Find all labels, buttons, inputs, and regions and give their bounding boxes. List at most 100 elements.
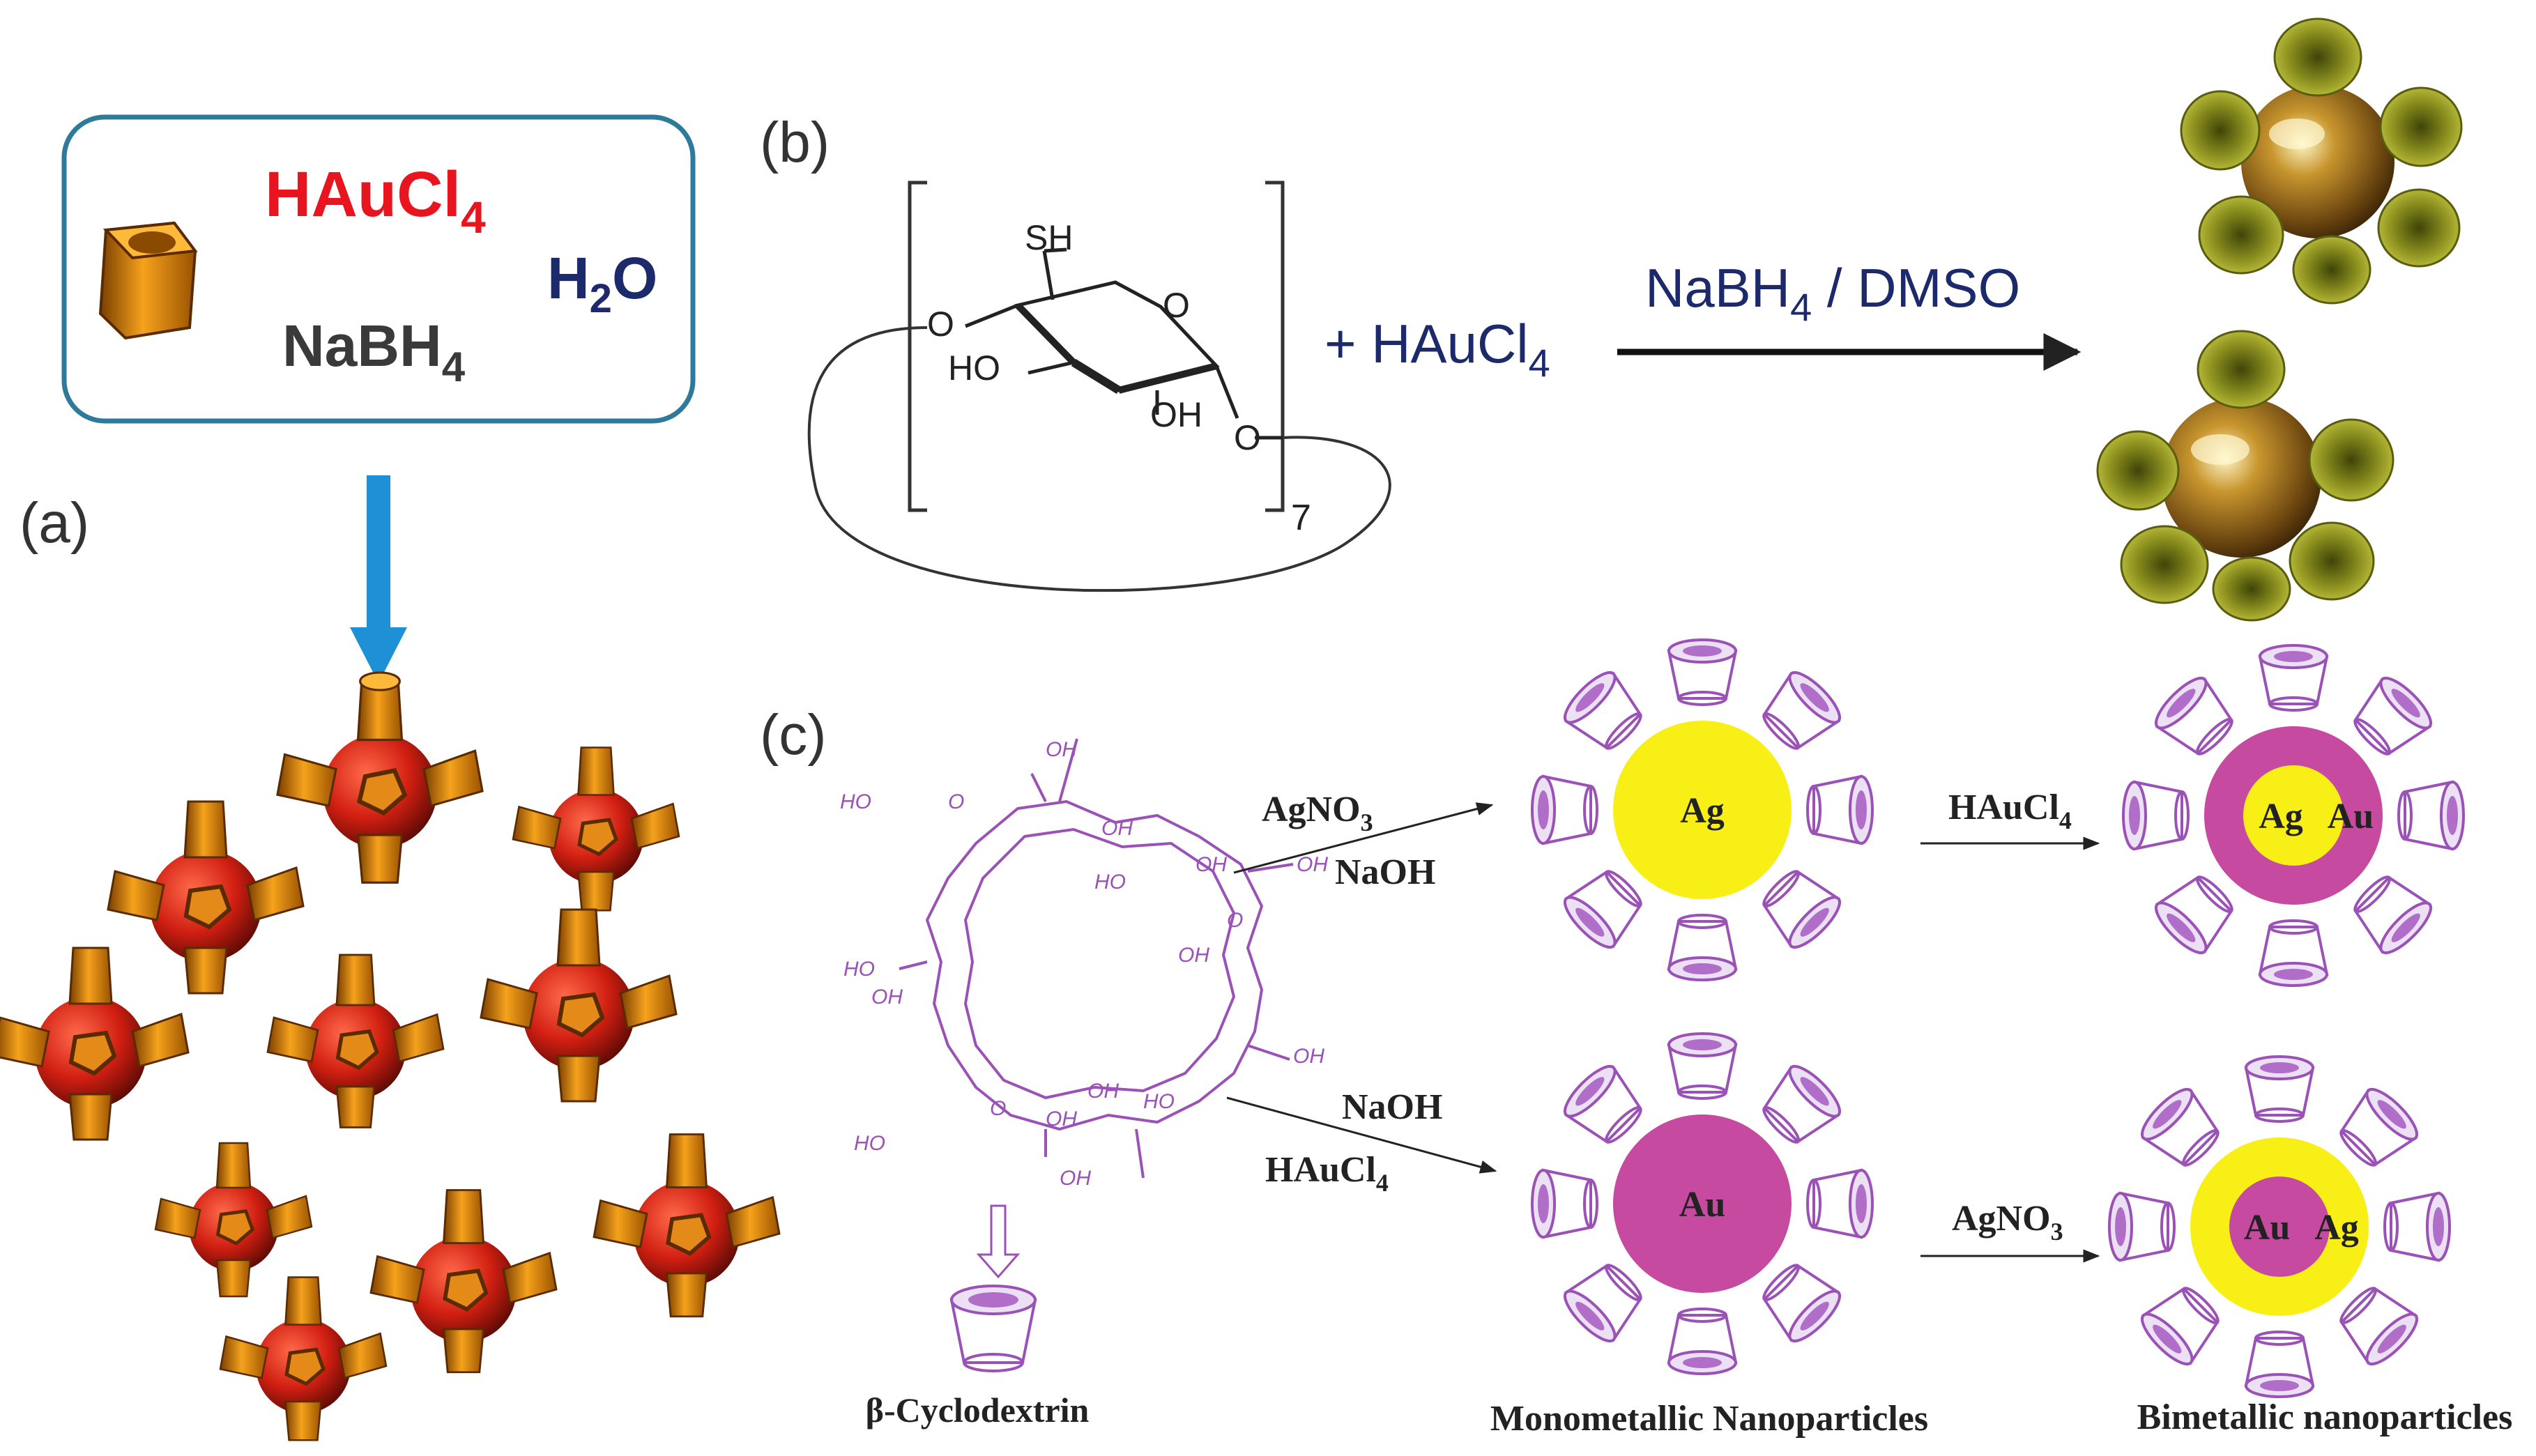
decorated-nanoparticle: [266, 953, 445, 1128]
panel-a: HAuCl4 H2O NaBH4 (a): [0, 114, 781, 1441]
cd-oh-label: OH: [1060, 1167, 1091, 1190]
np-core-label: Au: [2244, 1208, 2290, 1248]
mono-caption: Monometallic Nanoparticles: [1490, 1399, 1928, 1439]
gold-nanoparticle-product: [2180, 17, 2463, 305]
cd-oh-label: OH: [1293, 1045, 1324, 1068]
glycosidic-oxygen-right: O: [1234, 418, 1261, 457]
panel-c-label: (c): [760, 703, 827, 767]
route2-arrow: [1226, 1096, 1497, 1174]
hydroxyl-oh: OH: [1150, 395, 1202, 434]
bi-caption: Bimetallic nanoparticles: [2137, 1397, 2513, 1437]
cd-oh-label: OH: [1101, 817, 1133, 840]
cd-cup-icon: [2244, 1331, 2315, 1398]
nabh-label: NaBH4: [282, 313, 466, 390]
cd-cup-icon: [1667, 1032, 1738, 1100]
decorated-nanoparticle: [480, 908, 678, 1103]
cd-cup-icon: [1564, 1065, 1642, 1144]
cd-ho-label: HO: [843, 958, 875, 981]
cd-cup-icon: [1762, 671, 1841, 750]
panel-b: (b) 7 SH O O HO OH O + HAuCl4 NaBH4 / DM…: [760, 17, 2463, 622]
cd-o-label: O: [990, 1097, 1006, 1120]
cd-cup-icon: [1531, 774, 1598, 845]
cd-cup-icon: [1762, 1065, 1841, 1144]
cd-ho-label: HO: [1094, 871, 1126, 894]
panel-c: (c) OH HO OH OH HO OH HO OH OH OH OH HO: [760, 638, 2513, 1439]
cd-cup-icon: [1667, 914, 1738, 981]
cd-cup-icon: [2339, 1287, 2418, 1365]
ring-oxygen: O: [1163, 286, 1190, 325]
panel-b-label: (b): [760, 111, 830, 174]
thioglucose-structure: [965, 247, 1283, 440]
route1-naoh-label: NaOH: [1335, 852, 1435, 892]
water-label: H2O: [547, 245, 657, 321]
gold-nanoparticle-product: [2096, 330, 2394, 622]
repeat-count: 7: [1291, 498, 1311, 538]
decorated-nanoparticle: [369, 1189, 558, 1374]
cd-oh-label: OH: [1046, 738, 1077, 761]
cyclodextrin-icon: [98, 221, 198, 340]
cd-cup-icon: [2141, 1287, 2220, 1365]
cd-cup-icon: [2339, 1088, 2418, 1167]
hollow-down-arrow: [976, 1204, 1021, 1279]
repeat-bracket-right: [1265, 181, 1285, 512]
cd-caption: β-Cyclodextrin: [866, 1390, 1090, 1430]
repeat-bracket-left: [908, 181, 927, 512]
reaction-conditions-label: NaBH4 / DMSO: [1645, 257, 2020, 329]
cd-cup-icon: [1564, 1264, 1642, 1342]
np-shell-label: Au: [2328, 797, 2374, 836]
decorated-nanoparticle: [593, 1133, 781, 1318]
route1-agno3-label: AgNO3: [1262, 790, 1373, 836]
cd-cup-icon: [1531, 1168, 1598, 1239]
cd-cup-icon: [1667, 638, 1738, 706]
hydroxyl-ho: HO: [948, 348, 1000, 388]
cd-cup-icon: [1564, 671, 1642, 750]
cd-cup-icon: [2155, 677, 2233, 756]
reagent-box: [61, 114, 696, 424]
cd-au-nanoparticle-cluster: [0, 671, 781, 1441]
cd-cup-icon: [2353, 875, 2432, 954]
cd-cup-icon: [1667, 1308, 1738, 1375]
cd-cup-icon: [2141, 1088, 2220, 1167]
cd-ho-label: HO: [854, 1132, 885, 1155]
cd-cup-icon: [2353, 677, 2432, 756]
cd-ho-label: HO: [840, 790, 871, 813]
decorated-nanoparticle: [0, 947, 190, 1141]
step-bottom-label: AgNO3: [1952, 1199, 2063, 1246]
decorated-nanoparticle: [107, 800, 305, 995]
decorated-nanoparticle: [219, 1276, 388, 1441]
cd-oh-label: OH: [1196, 853, 1227, 876]
cd-oh-label: OH: [1087, 1080, 1119, 1103]
cd-oh-label: OH: [1046, 1108, 1077, 1131]
cyclodextrin-cup-icon: [949, 1285, 1037, 1372]
decorated-nanoparticle: [512, 746, 680, 912]
cd-cup-icon: [2244, 1055, 2315, 1123]
cd-oh-label: OH: [1297, 853, 1328, 876]
route2-hauc-label: HAuCl4: [1265, 1150, 1389, 1197]
decorated-nanoparticle: [276, 671, 484, 884]
decorated-nanoparticle: [154, 1142, 313, 1298]
hauc-label: HAuCl4: [265, 159, 486, 243]
np-core-label: Ag: [1680, 791, 1725, 831]
cd-cup-icon: [2108, 1191, 2176, 1262]
sh-label: SH: [1025, 218, 1073, 257]
cd-cup-icon: [2397, 780, 2465, 851]
cd-cup-icon: [1564, 870, 1642, 949]
ag-core-au-shell-nanoparticle: Ag Au: [2122, 644, 2465, 987]
cd-oh-label: OH: [871, 986, 903, 1009]
au-core-ag-shell-nanoparticle: Au Ag: [2108, 1055, 2451, 1398]
plus-hauc-label: + HAuCl4: [1324, 313, 1550, 385]
route2-naoh-label: NaOH: [1342, 1087, 1442, 1127]
cd-cup-icon: [2258, 644, 2329, 712]
cd-o-label: O: [1227, 909, 1243, 932]
np-shell-label: Ag: [2314, 1208, 2359, 1248]
np-core-label: Ag: [2259, 797, 2303, 836]
cd-cup-icon: [2155, 875, 2233, 954]
panel-a-label: (a): [20, 491, 89, 555]
cd-cup-icon: [1762, 1264, 1841, 1342]
route1-arrow: [1233, 802, 1494, 874]
silver-nanoparticle: Ag: [1531, 638, 1874, 981]
glycosidic-oxygen-left: O: [927, 305, 954, 344]
cd-cup-icon: [2258, 919, 2329, 987]
cd-o-label: O: [948, 790, 964, 813]
